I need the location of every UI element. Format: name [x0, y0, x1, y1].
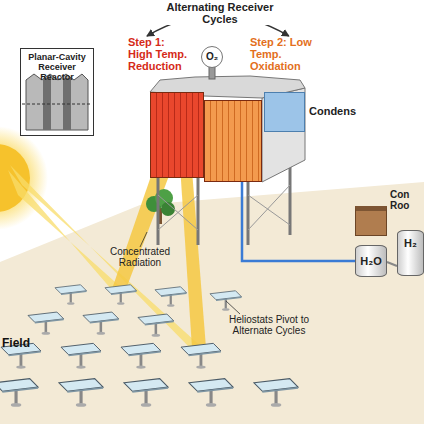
heliostat: [28, 312, 64, 335]
connector: [242, 182, 355, 261]
leg-brace: [248, 195, 290, 225]
hydrogen-tank: H₂: [397, 230, 424, 276]
heliostat: [59, 379, 103, 407]
building-leg: [197, 178, 200, 245]
building-leg: [157, 178, 160, 245]
heliostat: [155, 287, 187, 307]
leg-brace: [248, 185, 290, 230]
heliostat: [105, 285, 137, 305]
reflected-beam: [180, 165, 206, 348]
heliostat: [181, 343, 221, 368]
heliostat: [61, 343, 101, 368]
heliostat: [210, 291, 242, 311]
chimney: [209, 67, 215, 79]
sun: [0, 144, 30, 212]
condenser-box: Condens: [264, 92, 305, 132]
pipe: [387, 262, 397, 266]
heliostat: [0, 379, 38, 407]
ground: [0, 182, 424, 424]
heliostat: [55, 285, 87, 305]
control-room: Con Roo: [355, 206, 387, 236]
heliostat: [121, 343, 161, 368]
building-side: [262, 88, 305, 182]
leader-line: [226, 301, 240, 314]
node-text: H₂: [398, 237, 423, 249]
leg-brace: [158, 195, 198, 230]
node-text: Step 2: Low Temp. Oxidation: [250, 36, 314, 72]
inset-box: Planar-Cavity Receiver Reactor: [20, 48, 94, 136]
leader-line: [140, 232, 147, 247]
annotation-label: Field: [2, 336, 30, 350]
gas-bubble: O₂: [201, 46, 223, 68]
reduction-chamber: Step 1: High Temp. Reduction: [128, 36, 204, 178]
incoming-beam: [10, 165, 205, 350]
heliostat: [124, 379, 168, 407]
reactor-illustration: [26, 74, 88, 130]
node-text: Condens: [309, 105, 356, 117]
leg-brace: [158, 195, 198, 230]
receiver-chamber: [150, 92, 204, 178]
annotation-label: Heliostats Pivot to Alternate Cycles: [222, 314, 316, 336]
node-text: Con Roo: [390, 189, 418, 211]
node-text: Step 1: High Temp. Reduction: [128, 36, 192, 72]
inset-background: [20, 48, 94, 136]
water-tank: H₂O: [355, 245, 387, 277]
annotation-label: Concentrated Radiation: [98, 246, 182, 268]
node-text: O₂: [202, 47, 222, 67]
building-leg: [247, 182, 250, 245]
node-text: Planar-Cavity Receiver Reactor: [21, 52, 93, 82]
heliostat: [83, 312, 119, 335]
heliostat: [189, 379, 233, 407]
edge-label: Alternating Receiver Cycles: [161, 1, 279, 25]
cut-line: [22, 104, 92, 105]
receiver-chamber: [204, 100, 262, 182]
heliostat: [254, 379, 298, 407]
node-text: H₂O: [356, 255, 386, 267]
heliostat: [138, 314, 174, 337]
